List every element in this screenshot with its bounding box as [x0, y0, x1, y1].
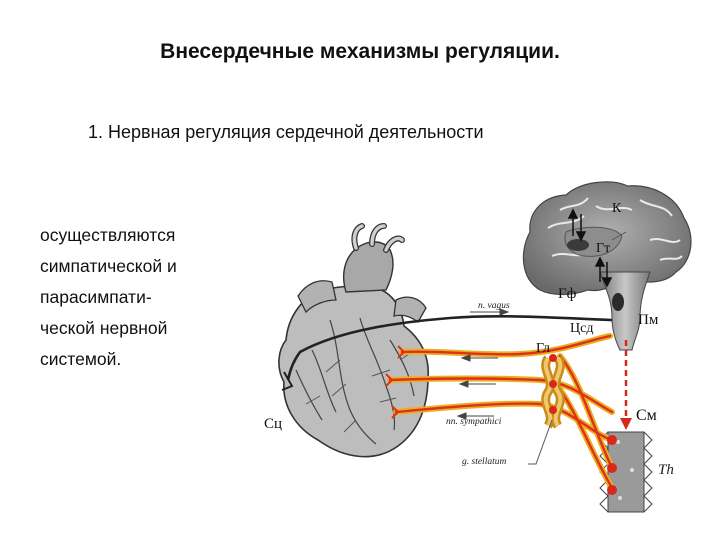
body-text: осуществляются симпатической и парасимпа…	[40, 220, 235, 375]
label-nn-sympathici: nn. sympathici	[446, 417, 502, 427]
label-gf: Гф	[558, 286, 577, 302]
slide-subtitle: 1. Нервная регуляция сердечной деятельно…	[88, 122, 484, 142]
label-g-stellatum: g. stellatum	[462, 457, 506, 467]
label-sc: Сц	[264, 416, 282, 432]
label-csd: Цсд	[570, 321, 593, 336]
body-line: симпатической и	[40, 256, 177, 276]
label-th: Th	[658, 462, 674, 478]
brain	[522, 181, 692, 296]
label-gl: Гл	[536, 341, 550, 356]
leader-line	[528, 419, 553, 465]
brain-stem	[599, 271, 651, 351]
body-line: ческой нервной	[40, 318, 168, 338]
arrow-icon	[567, 208, 613, 288]
label-pm: Пм	[638, 312, 659, 328]
heart	[278, 223, 429, 458]
leader-line	[611, 231, 627, 241]
hypothalamus-shape	[567, 239, 589, 251]
label-sm: См	[636, 407, 657, 424]
body-line: системой.	[40, 349, 122, 369]
nerve-ending-icon	[281, 371, 294, 391]
arrow-icon	[456, 308, 510, 420]
spinal-cord-segment	[599, 431, 653, 513]
stellate-ganglion-chain	[541, 355, 565, 429]
nerve-node	[549, 354, 617, 495]
vagus-nerve	[286, 314, 613, 381]
label-n-vagus: n. vagus	[478, 301, 510, 311]
arrow-icon	[620, 418, 632, 430]
sympathetic-nerves	[387, 333, 615, 491]
label-k: К	[612, 201, 622, 216]
body-line: осуществляются	[40, 225, 176, 245]
label-gt: Гт	[596, 241, 610, 256]
nerve-ending-icon	[385, 345, 406, 419]
slide-title: Внесердечные механизмы регуляции.	[160, 40, 560, 63]
body-line: парасимпати-	[40, 287, 152, 307]
